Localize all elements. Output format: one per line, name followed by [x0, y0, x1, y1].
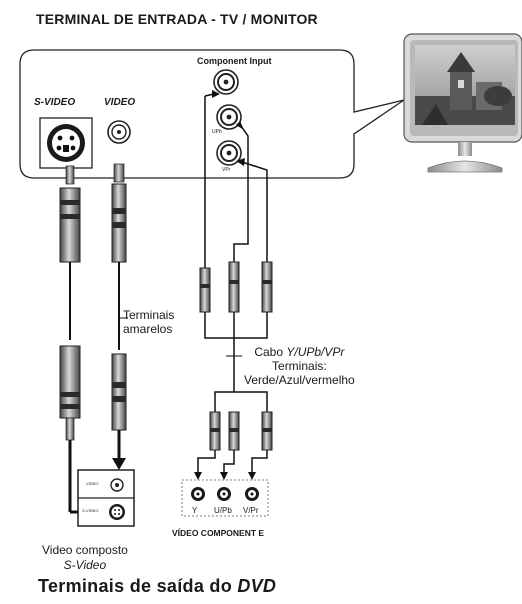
component-cable [194, 90, 273, 480]
yellow-terminals-line1: Terminais [123, 308, 175, 322]
tv-back-panel [19, 49, 405, 179]
composite-line1: Video composto [42, 543, 128, 557]
yellow-terminals-line2: amarelos [123, 322, 173, 336]
dvd-upb-label: U/Pb [214, 506, 232, 515]
yellow-terminals-label: Terminais amarelos [123, 308, 174, 336]
tv-video-label: VIDEO [104, 97, 136, 108]
svideo-jack-icon [39, 117, 93, 169]
component-cable-label: Cabo Y/UPb/VPr Terminais: Verde/Azul/ver… [244, 345, 355, 387]
footer-title: Terminais de saída do DVD [38, 576, 276, 597]
component-jack-y-icon [213, 69, 239, 95]
composite-line2: S-Video [63, 558, 107, 572]
dvd-video-jack-label: VIDEO [86, 481, 99, 486]
dvd-component-panel [181, 479, 269, 517]
tv-svideo-label: S-VIDEO [34, 97, 76, 108]
cabo-line2: Terminais: [272, 359, 327, 373]
composite-caption: Video composto S-Video [42, 543, 128, 573]
svideo-cable [59, 165, 108, 518]
component-jack-upb-icon [216, 104, 242, 130]
tv-monitor-icon [403, 33, 522, 173]
composite-cable [111, 163, 128, 470]
component-jack-vpr-icon [216, 140, 242, 166]
dvd-vpr-label: V/Pr [243, 506, 259, 515]
composite-jack-icon [107, 120, 131, 144]
cabo-prefix: Cabo [254, 345, 287, 359]
footer-dvd: DVD [237, 576, 277, 596]
cabo-name: Y/UPb/VPr [286, 345, 345, 359]
cabo-line3: Verde/Azul/vermelho [244, 373, 355, 387]
dvd-component-caption: VÍDEO COMPONENT E [172, 528, 265, 538]
tv-component-label: Component Input [197, 56, 272, 66]
footer-prefix: Terminais de saída do [38, 576, 238, 596]
dvd-output-panel [77, 469, 135, 527]
page-title: TERMINAL DE ENTRADA - TV / MONITOR [36, 11, 318, 27]
dvd-svideo-jack-label: S-VIDEO [82, 508, 99, 513]
tv-vpr-label: VPr [222, 167, 231, 173]
dvd-y-label: Y [192, 506, 198, 515]
tv-upb-label: UPb [212, 129, 222, 135]
